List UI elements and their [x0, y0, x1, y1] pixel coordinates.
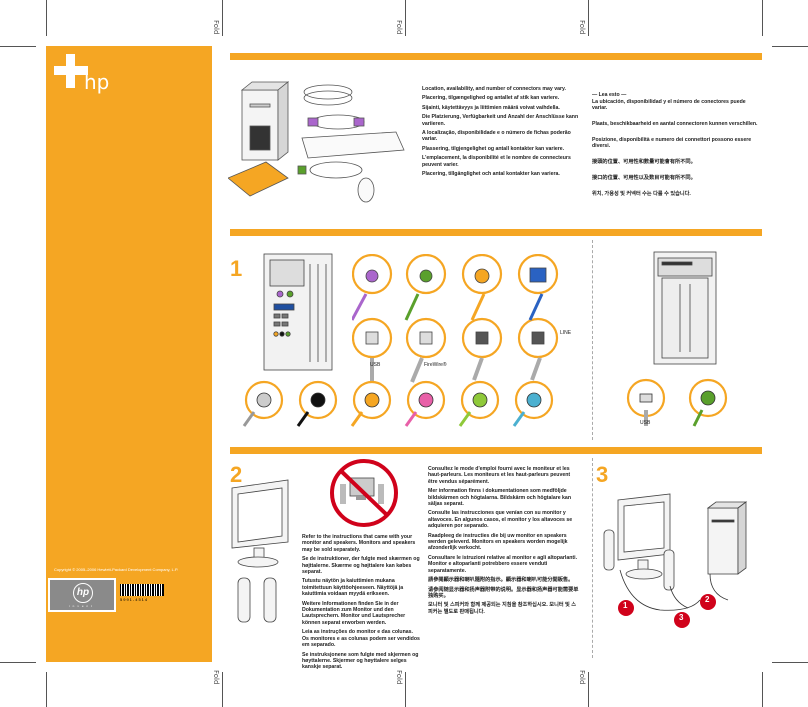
crop-mark [0, 662, 36, 663]
hp-circle-logo-icon: hp [73, 583, 93, 603]
crop-mark [0, 46, 36, 47]
section-divider [230, 53, 762, 60]
callout-markers [618, 594, 716, 628]
step2-paragraph: Mer information finns i dokumentationen … [428, 488, 571, 508]
panel-divider [592, 458, 593, 658]
step2-paragraph: Se instruksjonene som fulgte med skjerme… [302, 651, 419, 671]
hp-plus-logo-icon [54, 54, 88, 88]
connector-icons-row [352, 254, 559, 383]
pc-rear-panel-illustration [263, 253, 333, 371]
intro-paragraph: 接口的位置、可用性以及数目可能有所不同。 [592, 174, 696, 181]
step2-paragraph: 모니터 및 스피커와 함께 제공되는 지침을 참조하십시오. 모니터 및 스피커… [428, 602, 577, 615]
step2-text-left: Refer to the instructions that came with… [302, 534, 420, 674]
invent-tagline: invent [68, 604, 95, 608]
front-usb-label: USB [640, 420, 651, 426]
intro-paragraph: Location, availability, and number of co… [422, 86, 566, 92]
intro-paragraph: A localização, disponibilidade e o númer… [422, 130, 571, 143]
crop-mark [762, 672, 763, 707]
step2-paragraph: Refer to the instructions that came with… [302, 534, 416, 553]
package-contents-illustration [228, 81, 405, 203]
crop-mark [772, 46, 808, 47]
step2-text-right: Consultez le mode d'emploi fourni avec l… [428, 466, 580, 618]
hp-invent-badge: hp invent [48, 578, 116, 612]
step-number: 1 [230, 256, 243, 281]
fold-label: Fold [212, 20, 220, 35]
brand-sidebar: hp Copyright © 2005–2006 Hewlett-Packard… [46, 46, 212, 662]
step2-paragraph: 請參閱顯示器和喇叭隨附的指示。顯示器和喇叭可能分開販售。 [428, 577, 574, 584]
intro-text-left: Location, availability, and number of co… [422, 86, 580, 180]
intro-paragraph: Plaats, beschikbaarheid en aantal connec… [592, 121, 758, 128]
fold-mark [405, 672, 406, 707]
intro-paragraph: Die Platzierung, Verfügbarkeit und Anzah… [422, 114, 579, 127]
step-number: 3 [596, 462, 609, 487]
section-divider [230, 447, 762, 454]
step2-paragraph: Leia as instruções do monitor e das colu… [302, 629, 420, 649]
crop-mark [46, 0, 47, 36]
intro-paragraph: L'emplacement, la disponibilité et le no… [422, 155, 571, 168]
callout-number: 1 [623, 601, 628, 610]
crop-mark [762, 0, 763, 36]
crop-mark [772, 662, 808, 663]
firewire-label: FireWire® [424, 362, 447, 368]
barcode-icon [120, 584, 164, 596]
fold-mark [222, 0, 223, 36]
step2-paragraph: Consulte las instrucciones que venían co… [428, 510, 573, 530]
fold-label: Fold [578, 670, 586, 685]
fold-mark [588, 0, 589, 36]
hp-logo-text: hp [84, 70, 110, 94]
fold-label: Fold [395, 20, 403, 35]
barcode-number: 5991-4514 [120, 597, 149, 602]
step-number: 2 [230, 462, 243, 487]
pc-front-panel-illustration [653, 251, 717, 365]
step2-paragraph: Tutustu näytön ja kaiuttimien mukana toi… [302, 578, 404, 598]
intro-paragraph: Placering, tilgængelighed og antallet af… [422, 95, 560, 102]
intro-paragraph: 接頭的位置、可用性和數量可能會有所不同。 [592, 159, 696, 166]
crop-mark [46, 672, 47, 707]
step2-paragraph: Weitere Informationen finden Sie in der … [302, 600, 406, 626]
step2-paragraph: Raadpleeg de instructies die bij uw moni… [428, 532, 568, 552]
intro-text-right: — Lea esto — La ubicación, disponibilida… [592, 86, 760, 207]
front-connector-icons [626, 378, 728, 427]
monitor-speakers-illustration [231, 479, 289, 623]
step2-paragraph: Consultez le mode d'emploi fourni avec l… [428, 466, 571, 485]
intro-paragraph: Posizione, disponibilità e numero dei co… [592, 136, 752, 150]
panel-divider [592, 240, 593, 440]
not-included-prohibition-icon [330, 459, 398, 527]
intro-paragraph: Plassering, tilgjengelighet og antall ko… [422, 145, 565, 152]
step2-paragraph: 请参阅随显示器和扬声器附带的说明。显示器和扬声器可能需要单独购买。 [428, 586, 579, 599]
intro-paragraph: Sijainti, käytettävyys ja liittimien mää… [422, 104, 560, 111]
callout-number: 3 [679, 613, 684, 622]
intro-paragraph: 위치, 가용성 및 커넥터 수는 다를 수 있습니다. [592, 190, 691, 197]
line-label: LINE [560, 330, 572, 336]
intro-paragraph: — Lea esto — La ubicación, disponibilida… [592, 92, 746, 112]
fold-label: Fold [212, 670, 220, 685]
callout-number: 2 [705, 595, 710, 604]
audio-connector-icons [242, 380, 554, 427]
copyright-text: Copyright © 2005–2006 Hewlett-Packard De… [54, 567, 179, 572]
fold-mark [405, 0, 406, 36]
intro-paragraph: Placering, tillgänglighet och antal kont… [422, 171, 560, 178]
step2-paragraph: Consultare le istruzioni relative al mon… [428, 554, 578, 574]
fold-mark [222, 672, 223, 707]
fold-label: Fold [578, 20, 586, 35]
connect-power-illustration [603, 493, 748, 611]
usb-label: USB [370, 362, 381, 368]
fold-label: Fold [395, 670, 403, 685]
fold-mark [588, 672, 589, 707]
section-divider [230, 229, 762, 236]
step2-paragraph: Se de instruktioner, der fulgte med skær… [302, 556, 420, 576]
